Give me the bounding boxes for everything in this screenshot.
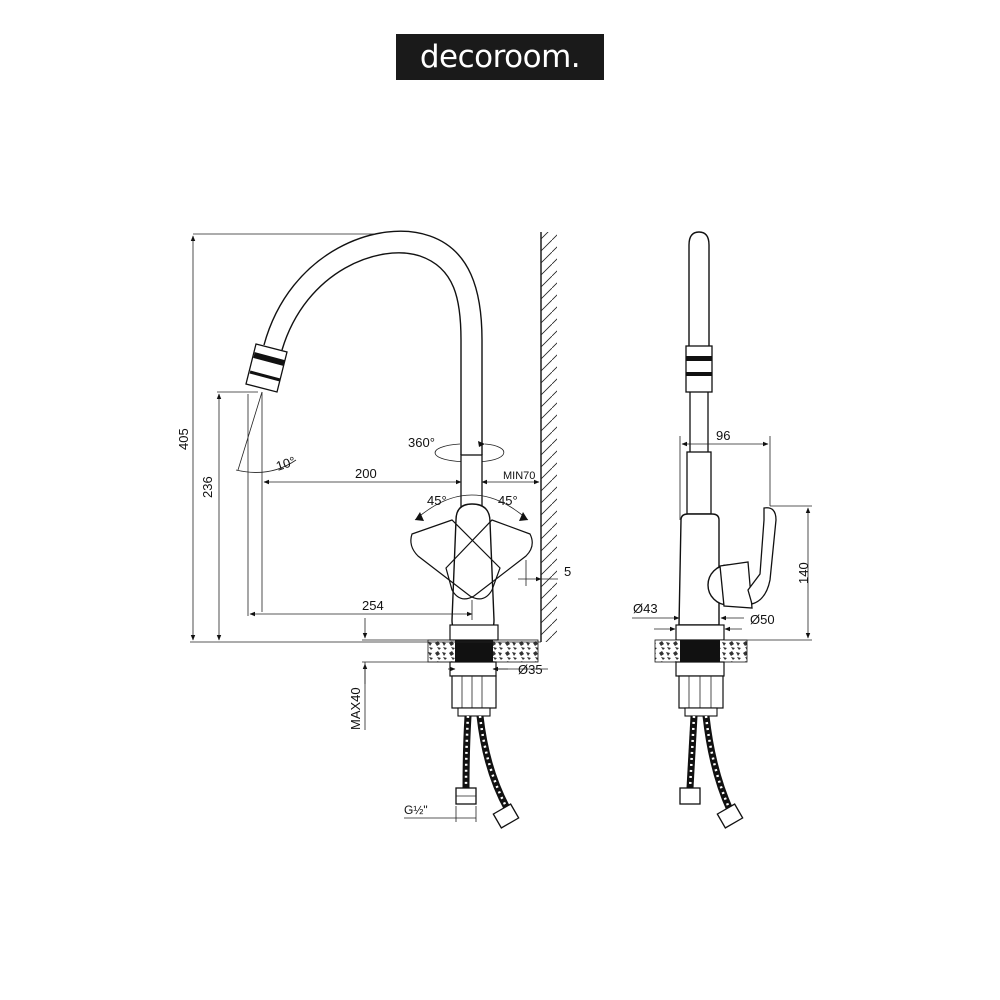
- dim-wall-min: MIN70: [503, 470, 535, 482]
- lever-handles: [410, 494, 533, 600]
- mixer-body: [449, 454, 499, 641]
- dim-spout-reach: 200: [355, 466, 377, 481]
- dim-handle-depth: 96: [716, 428, 730, 443]
- front-view: 405 236 360° 10° 200 MIN70 45° 45° 5 254…: [176, 230, 571, 829]
- dim-handle-clearance: 5: [564, 564, 571, 579]
- countertop: [427, 639, 539, 663]
- side-countertop: [654, 639, 748, 663]
- mounting-assembly: [449, 661, 520, 829]
- side-mounting-assembly: [675, 661, 744, 829]
- dim-max-countertop: MAX40: [348, 687, 363, 730]
- dim-rotation: 360°: [408, 435, 435, 450]
- side-dimensions: [632, 436, 812, 641]
- wall: [540, 232, 557, 642]
- dim-base-diameter: Ø50: [750, 612, 775, 627]
- dim-spout-height: 236: [200, 476, 215, 498]
- dim-hole-diameter: Ø35: [518, 662, 543, 677]
- side-spout: [685, 231, 713, 515]
- dim-handle-angle-left: 45°: [427, 493, 447, 508]
- brand-logo: decoroom.: [396, 34, 604, 80]
- front-dimensions: [190, 233, 558, 822]
- dim-handle-angle-right: 45°: [498, 493, 518, 508]
- dim-base-reach: 254: [362, 598, 384, 613]
- dim-handle-height: 140: [796, 562, 811, 584]
- side-view: 96 140 Ø43 Ø50: [632, 231, 812, 829]
- dim-thread: G½": [404, 803, 428, 817]
- dim-spout-angle: 10°: [274, 453, 297, 473]
- aerator: [245, 343, 288, 393]
- dim-body-diameter: Ø43: [633, 601, 658, 616]
- spout: [245, 230, 483, 455]
- side-body: [675, 507, 777, 641]
- dim-height-total: 405: [176, 428, 191, 450]
